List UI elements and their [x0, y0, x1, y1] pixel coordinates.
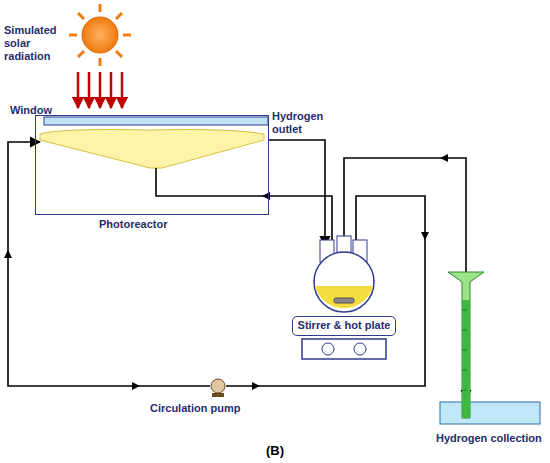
pump-label: Circulation pump — [150, 402, 270, 415]
illustration-part — [212, 393, 224, 397]
illustration-part — [78, 13, 84, 19]
illustration-part — [315, 286, 373, 308]
illustration-part — [268, 140, 325, 246]
illustration-part — [77, 72, 80, 108]
illustration-part — [8, 140, 466, 400]
illustration-part — [123, 34, 131, 37]
illustration-part — [462, 330, 467, 331]
window-label: Window — [10, 104, 52, 117]
illustration-part — [116, 51, 122, 57]
illustration-part — [252, 382, 260, 390]
illustration-part — [4, 250, 12, 258]
illustration-part — [314, 252, 374, 312]
stirrer-box: Stirrer & hot plate — [292, 316, 397, 336]
illustration-part — [99, 4, 102, 12]
illustration-part — [40, 130, 264, 169]
illustration-part — [421, 232, 429, 240]
illustration-part — [4, 154, 448, 390]
illustration-part — [448, 272, 484, 418]
illustration-part — [462, 300, 470, 418]
illustration-part — [99, 72, 102, 108]
illustration-part — [121, 72, 124, 108]
illustration-part — [132, 382, 140, 390]
illustration-part — [462, 310, 467, 311]
illustration-part — [334, 298, 354, 303]
source-label: Simulated solar radiation — [4, 24, 74, 63]
illustration-part — [462, 390, 467, 391]
outlet-label: Hydrogen outlet — [272, 110, 332, 136]
node-label: Photoreactor — [99, 218, 167, 231]
illustration-part — [156, 168, 332, 246]
collection-label: Hydrogen collection — [436, 432, 548, 445]
illustration-part — [44, 117, 268, 125]
illustration-part — [211, 379, 225, 393]
illustration-part — [462, 350, 467, 351]
caption: (B) — [266, 444, 284, 457]
node-label: Stirrer & hot plate — [298, 319, 391, 332]
illustration-part — [440, 154, 448, 162]
illustration-part — [69, 4, 131, 66]
photoreactor-box: Photoreactor — [35, 115, 269, 215]
illustration-part — [440, 402, 540, 424]
illustration-part — [354, 343, 366, 355]
illustration-part — [116, 13, 122, 19]
illustration-part — [78, 72, 122, 108]
illustration-part — [88, 72, 91, 108]
illustration-part — [302, 339, 386, 359]
illustration-part — [69, 34, 77, 37]
illustration-part — [226, 196, 425, 386]
illustration-part — [462, 370, 467, 371]
illustration-part — [82, 17, 118, 53]
illustration-part — [322, 343, 334, 355]
illustration-part — [78, 51, 84, 57]
illustration-part — [110, 72, 113, 108]
illustration-part — [99, 58, 102, 66]
illustration-part — [462, 310, 467, 390]
illustration-part — [8, 142, 210, 386]
